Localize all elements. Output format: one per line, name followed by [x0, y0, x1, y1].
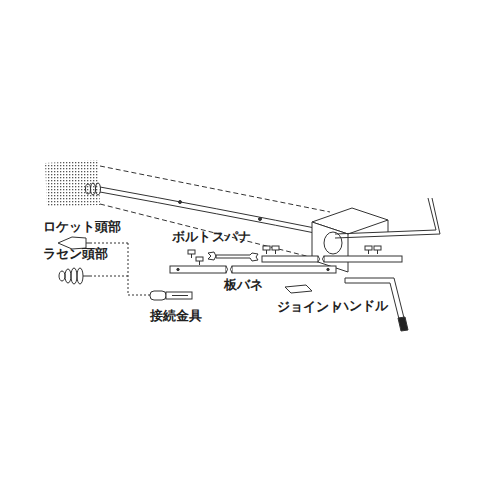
part-label: ラセン頭部 [43, 246, 108, 262]
leaf-spring [170, 266, 336, 273]
part-label: スパナ [212, 229, 251, 245]
spanner [208, 252, 258, 261]
spiral-head [59, 268, 92, 284]
part-label: 板バネ [224, 277, 263, 293]
part-label: ハンドル [336, 298, 388, 314]
handle-in-use [335, 198, 440, 238]
part-label: ロケット頭部 [43, 219, 121, 235]
pipe-dash [100, 166, 330, 212]
handle-in-use [335, 198, 436, 234]
connector-fitting [150, 291, 192, 300]
pipe-hatch [45, 160, 100, 207]
pipe-dash [100, 204, 330, 262]
part-label: ボルト [172, 229, 211, 245]
joint [285, 285, 312, 293]
part-label: ジョイント [277, 299, 342, 315]
rod [100, 187, 335, 232]
part-label: 接続金具 [150, 308, 202, 324]
leaf-spring [262, 256, 402, 262]
spiral-in-pipe [86, 183, 101, 195]
